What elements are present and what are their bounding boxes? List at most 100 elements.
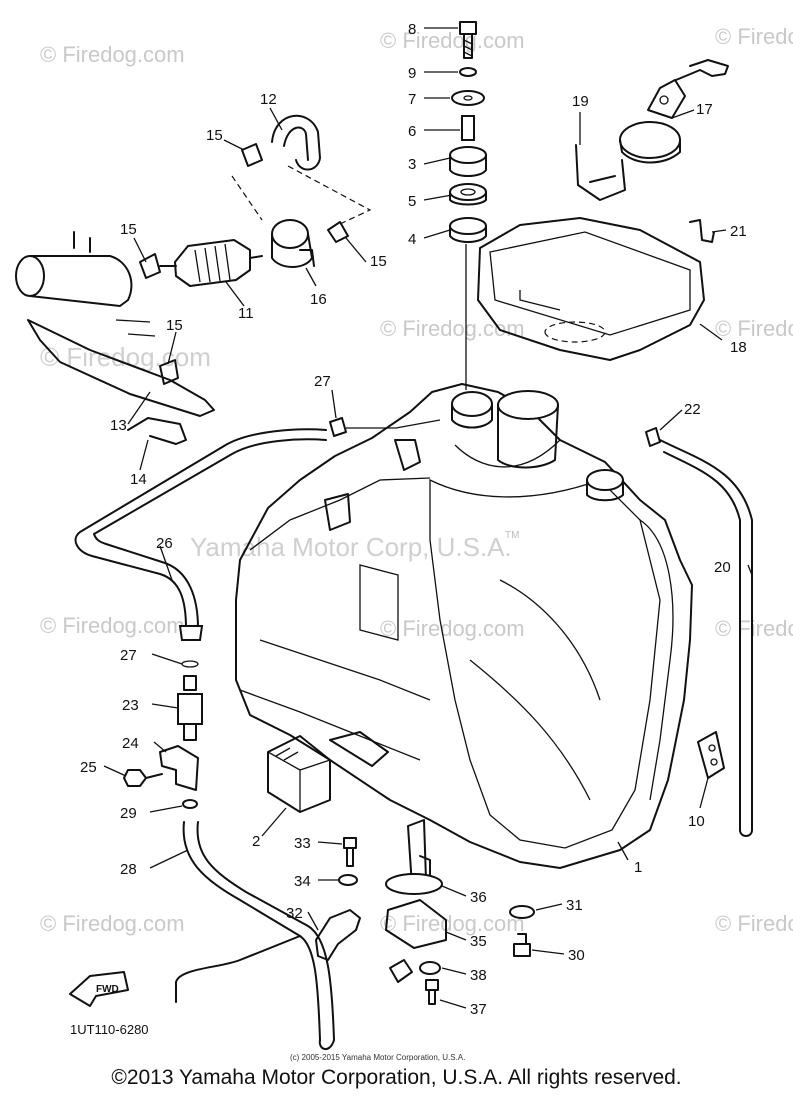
leader-lines: [103, 27, 753, 1009]
drain-hose: [182, 821, 321, 1041]
callout-12: 12: [260, 91, 277, 108]
strap-bracket: [315, 909, 361, 961]
gasket-washer: [419, 961, 441, 975]
o-ring: [182, 799, 198, 809]
firedog-watermark: © Firedog.com: [715, 24, 793, 49]
callout-15: 15: [206, 127, 223, 144]
breather-hose-upper: [271, 114, 321, 171]
callout-15: 15: [166, 317, 183, 334]
firedog-watermark: © Firedog.com: [715, 316, 793, 341]
fuel-sender-unit: [385, 819, 447, 983]
callout-10: 10: [688, 813, 705, 830]
firedog-watermark: © Firedog.com: [380, 911, 525, 936]
overflow-hose: [659, 439, 753, 831]
hose-clamp: [327, 221, 349, 243]
tank-tray-cover: [477, 217, 705, 361]
callout-22: 22: [684, 401, 701, 418]
hose-clamp: [139, 253, 161, 279]
callout-15: 15: [370, 253, 387, 270]
drain-bolt: [513, 933, 531, 957]
trademark-mark: TM: [505, 530, 519, 541]
firedog-watermark: © Firedog.com: [715, 616, 793, 641]
callout-33: 33: [294, 835, 311, 852]
firedog-watermark: © Firedog.com: [380, 616, 525, 641]
callout-31: 31: [566, 897, 583, 914]
callout-11: 11: [238, 305, 254, 322]
fuel-pump-canister: [15, 231, 215, 417]
valve-bracket: [159, 745, 199, 791]
callout-4: 4: [408, 231, 416, 248]
firedog-watermark: © Firedog.com: [40, 342, 211, 372]
vent-hose-long-inner: [93, 438, 327, 629]
drawing-code: 1UT110-6280: [70, 1022, 149, 1037]
callout-17: 17: [696, 101, 713, 118]
callout-37: 37: [470, 1001, 487, 1018]
callout-7: 7: [408, 91, 416, 108]
firedog-watermark: © Firedog.com: [40, 613, 185, 638]
firedog-watermark: © Firedog.com: [40, 911, 185, 936]
tank-bolt: [343, 837, 357, 867]
hose-clamp: [329, 417, 347, 437]
fuel-cap-with-key: [619, 59, 729, 164]
hose-end-cap: [739, 829, 753, 837]
callout-36: 36: [470, 889, 487, 906]
tank-collar: [338, 874, 358, 886]
callout-6: 6: [408, 123, 416, 140]
callout-13: 13: [110, 417, 127, 434]
callout-24: 24: [122, 735, 139, 752]
rubber-grommet: [509, 905, 535, 919]
copyright-notice: ©2013 Yamaha Motor Corporation, U.S.A. A…: [111, 1066, 682, 1089]
vent-hose-long: [74, 428, 327, 629]
callout-9: 9: [408, 65, 416, 82]
firedog-watermark: © Firedog.com: [380, 316, 525, 341]
firedog-watermark: © Firedog.com: [40, 42, 185, 67]
drain-hose-loop: [175, 935, 335, 1050]
inline-fuel-filter: [159, 239, 263, 287]
bracket-screw: [123, 769, 163, 787]
hose-retaining-clip: [697, 731, 725, 779]
rubber-damper-block: [267, 735, 331, 813]
mount-bracket: [127, 417, 187, 445]
hose-clamp: [241, 143, 263, 167]
callout-8: 8: [408, 21, 416, 38]
hook-clip: [689, 219, 715, 243]
callout-25: 25: [80, 759, 97, 776]
small-copyright: (c) 2005-2015 Yamaha Motor Corporation, …: [290, 1053, 465, 1062]
callout-5: 5: [408, 193, 416, 210]
fuel-filter-element: [271, 219, 315, 268]
callout-27: 27: [314, 373, 331, 390]
callout-15: 15: [120, 221, 137, 238]
fuel-tank: [235, 383, 693, 869]
callout-38: 38: [470, 967, 487, 984]
watermark-layer: © Firedog.com © Firedog.com © Firedog.co…: [40, 24, 793, 936]
fuel-valve: [177, 660, 203, 741]
leader-line-dashed: [231, 165, 372, 225]
callout-34: 34: [294, 873, 311, 890]
callout-19: 19: [572, 93, 589, 110]
callout-1: 1: [634, 859, 642, 876]
callout-labels: 1 2 3 4 5 6 7 8 9 10 11 12 13 14 15 15 1…: [80, 21, 747, 1018]
spring-clip: [575, 144, 626, 201]
callout-27: 27: [120, 647, 137, 664]
firedog-watermark: © Firedog.com: [380, 28, 525, 53]
forward-direction-arrow: FWD: [69, 971, 129, 1007]
hose-clamp: [645, 427, 661, 447]
mount-hardware-stack: [449, 21, 487, 390]
sender-bolt: [425, 979, 439, 1005]
callout-2: 2: [252, 833, 260, 850]
leader-line: [346, 419, 441, 429]
callout-21: 21: [730, 223, 747, 240]
callout-20: 20: [714, 559, 731, 576]
callout-28: 28: [120, 861, 137, 878]
callout-35: 35: [470, 933, 487, 950]
fwd-label: FWD: [96, 984, 119, 995]
overflow-hose-inner: [663, 451, 741, 831]
callout-29: 29: [120, 805, 137, 822]
callout-3: 3: [408, 156, 416, 173]
callout-18: 18: [730, 339, 747, 356]
yamaha-watermark: Yamaha Motor Corp, U.S.A.: [190, 532, 512, 562]
hose-clamp: [159, 359, 179, 385]
hose-end-fitting: [178, 625, 204, 641]
callout-14: 14: [130, 471, 147, 488]
